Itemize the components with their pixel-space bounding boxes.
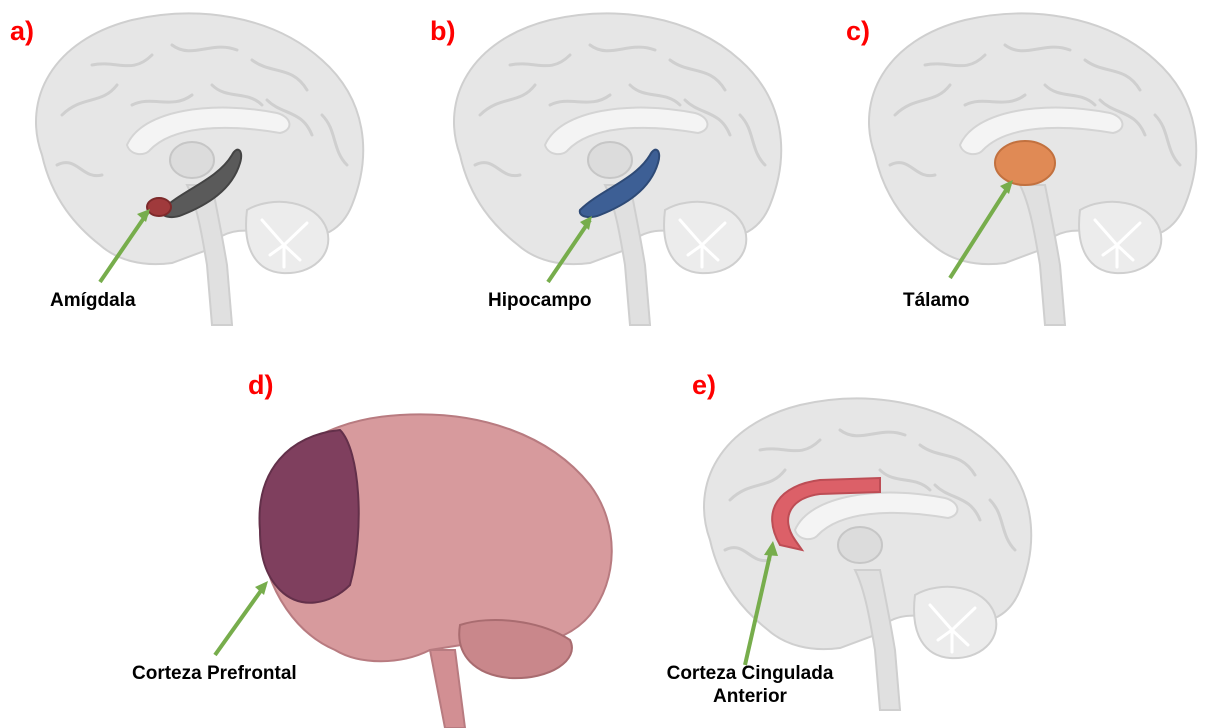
- prefrontal-shape: [260, 430, 359, 603]
- panel-d-brain: [260, 414, 612, 728]
- panel-letter-b: b): [430, 18, 455, 45]
- panel-letter-a: a): [10, 18, 34, 45]
- caption-anterior-cingulate: Corteza Cingulada Anterior: [650, 663, 850, 709]
- caption-hippocampus: Hipocampo: [488, 290, 591, 313]
- caption-thalamus: Tálamo: [903, 290, 970, 313]
- caption-anterior-cingulate-line1: Corteza Cingulada: [650, 663, 850, 686]
- caption-amygdala: Amígdala: [50, 290, 136, 313]
- panel-b-brain: [454, 13, 781, 325]
- panel-letter-c: c): [846, 18, 870, 45]
- panel-c-brain: [869, 13, 1196, 325]
- panel-a-brain: [36, 13, 363, 325]
- arrow-d: [215, 585, 265, 655]
- panel-letter-e: e): [692, 372, 716, 399]
- thalamus-shape: [995, 141, 1055, 185]
- panel-letter-d: d): [248, 372, 273, 399]
- caption-anterior-cingulate-line2: Anterior: [650, 686, 850, 709]
- caption-prefrontal-cortex: Corteza Prefrontal: [132, 663, 297, 686]
- amygdala-shape: [147, 198, 171, 216]
